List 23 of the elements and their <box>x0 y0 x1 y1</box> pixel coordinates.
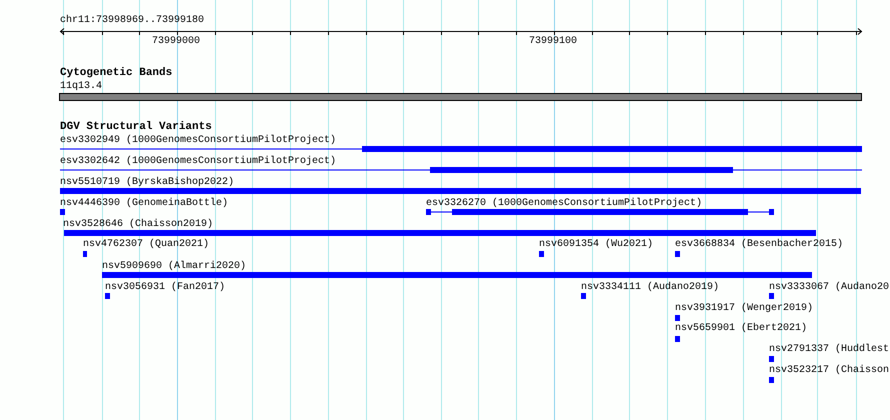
variant-label: nsv3334111 (Audano2019) <box>581 282 720 293</box>
tick-label: 73999100 <box>529 36 578 47</box>
variant-label: nsv3528646 (Chaisson2019) <box>63 219 214 230</box>
variant-label: nsv3931917 (Wenger2019) <box>675 303 814 314</box>
track-heading: DGV Structural Variants <box>60 122 212 133</box>
variant-label: esv3326270 (1000GenomesConsortiumPilotProject) <box>426 198 702 209</box>
variant-label: nsv6091354 (Wu2021) <box>539 239 654 250</box>
tick-label: 73999000 <box>152 36 200 47</box>
variant-label: nsv5909690 (Almarri2020) <box>102 261 246 272</box>
variant-label: esv3668834 (Besenbacher2015) <box>675 239 844 250</box>
variant-label: nsv3056931 (Fan2017) <box>105 282 226 293</box>
variant-label: nsv4762307 (Quan2021) <box>83 239 210 250</box>
variant-label: esv3302949 (1000GenomesConsortiumPilotProject) <box>60 135 336 146</box>
variant-label: nsv5510719 (ByrskaBishop2022) <box>60 177 234 188</box>
band-label: 11q13.4 <box>60 81 102 92</box>
region-label: chr11:73998969..73999180 <box>60 15 204 26</box>
variant-label: nsv5659901 (Ebert2021) <box>675 323 808 334</box>
variant-label: nsv3333067 (Audano20 <box>769 282 890 293</box>
track-heading: Cytogenetic Bands <box>60 68 172 79</box>
variant-label: esv3302642 (1000GenomesConsortiumPilotProject) <box>60 156 336 167</box>
variant-label: nsv3523217 (Chaisson <box>769 365 890 376</box>
variant-label: nsv2791337 (Huddlest <box>769 344 890 355</box>
variant-label: nsv4446390 (GenomeinaBottle) <box>60 198 228 209</box>
